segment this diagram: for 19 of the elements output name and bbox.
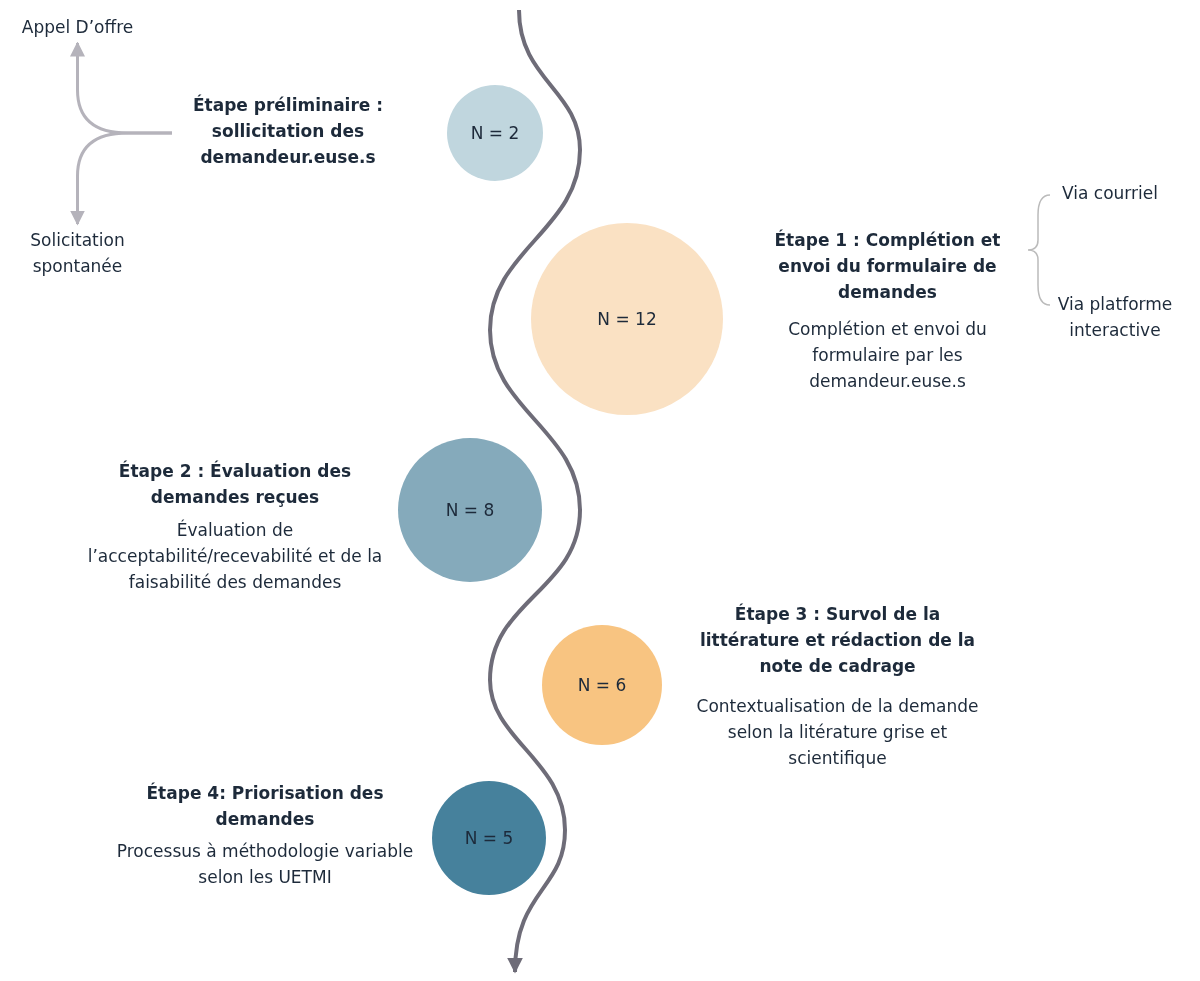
step-description: Évaluation de l’acceptabilité/recevabilité et de la faisabilité des demandes [86,518,384,594]
step-description: Processus à méthodologie variable selon les UETMI [115,840,415,889]
channel-label: Via platforme interactive [1056,293,1174,342]
step-description: Complétion et envoi du formulaire par les demandeur.euse.s [787,318,988,393]
step-heading: Étape 4: Priorisation des demandes [145,781,385,831]
count-label: N = 5 [464,828,514,848]
branch-arrow [70,131,172,226]
count-label: N = 12 [597,309,657,329]
step-heading: Étape préliminaire : sollicitation des demandeur.euse.s [172,92,404,170]
count-label: N = 8 [445,500,495,520]
channel-label: Via courriel [1061,182,1159,205]
option-label: Appel D’offre [5,14,150,40]
step-heading: Étape 1 : Complétion et envoi du formulaire de demandes [773,228,1002,304]
step-description: Contextualisation de la demande selon la litérature grise et scientifique [695,695,980,770]
count-label: N = 2 [470,123,520,143]
step-heading: Étape 3 : Survol de la littérature et rédaction de la note de cadrage [698,602,977,678]
step-heading: Étape 2 : Évaluation des demandes reçues [117,459,353,509]
option-label: Solicitation spontanée [5,227,150,279]
count-label: N = 6 [577,675,627,695]
